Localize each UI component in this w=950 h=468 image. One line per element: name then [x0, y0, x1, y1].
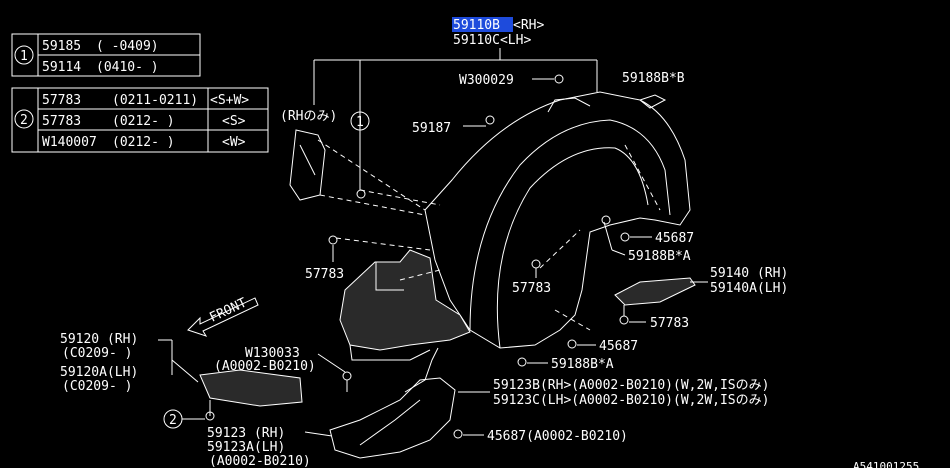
legend-1-range-2: (0410- )	[96, 60, 159, 75]
part-59110b-rh-suffix: <RH>	[513, 18, 544, 33]
callout-59120-range-2: (C0209- )	[62, 379, 132, 394]
callout-57783-right[interactable]: 57783	[650, 316, 689, 331]
callout-59123-range: (A0002-B0210)	[209, 454, 311, 468]
legend-1-part-2[interactable]: 59114	[42, 60, 81, 75]
part-59110b-label[interactable]: 59110B	[453, 18, 500, 33]
legend-1-range-1: ( -0409)	[96, 39, 159, 54]
legend-2-part-2[interactable]: 57783	[42, 114, 81, 129]
highlighted-part-box	[452, 17, 513, 32]
callout-45687-lower[interactable]: 45687(A0002-B0210)	[487, 429, 628, 444]
legend-2-note-2: <S>	[222, 114, 246, 129]
legend-2-part-1[interactable]: 57783	[42, 93, 81, 108]
callout-45687-middle[interactable]: 45687	[599, 339, 638, 354]
callout-57783-left[interactable]: 57783	[305, 267, 344, 282]
drawing-code: A541001255	[853, 460, 919, 468]
callout-59120a-lh[interactable]: 59120A(LH)	[60, 365, 138, 380]
callout-59187[interactable]: 59187	[412, 121, 451, 136]
legend-2-marker: 2	[20, 113, 28, 128]
callout-ref-1: 1	[356, 115, 364, 130]
lower-brackets-drawing	[199, 347, 456, 459]
callout-w130033-range: (A0002-B0210)	[214, 359, 316, 374]
callout-59188b-a-upper[interactable]: 59188B*A	[628, 249, 691, 264]
legend-2-range-1: (0211-0211)	[112, 93, 198, 108]
front-label: FRONT	[207, 295, 249, 325]
callout-59140a-lh[interactable]: 59140A(LH)	[710, 281, 788, 296]
legend-1: 1 59185 ( -0409) 59114 (0410- )	[11, 33, 201, 77]
callout-59140-rh[interactable]: 59140 (RH)	[710, 266, 788, 281]
legend-1-part-1[interactable]: 59185	[42, 39, 81, 54]
callout-59120-rh[interactable]: 59120 (RH)	[60, 332, 138, 347]
callout-w300029[interactable]: W300029	[459, 73, 514, 88]
callout-rh-note: (RHのみ)	[280, 109, 337, 124]
legend-2-range-3: (0212- )	[112, 135, 175, 150]
legend-2-range-2: (0212- )	[112, 114, 175, 129]
callout-57783-center[interactable]: 57783	[512, 281, 551, 296]
fender-liner-drawing	[289, 91, 696, 361]
callout-ref-2: 2	[169, 413, 177, 428]
callout-59188b-b[interactable]: 59188B*B	[622, 71, 685, 86]
callout-45687-upper[interactable]: 45687	[655, 231, 694, 246]
legend-1-marker: 1	[20, 49, 28, 64]
legend-2-part-3[interactable]: W140007	[42, 135, 97, 150]
callout-59123b[interactable]: 59123B(RH>(A0002-B0210)(W,2W,ISのみ)	[493, 378, 769, 393]
callout-59123-rh[interactable]: 59123 (RH)	[207, 426, 285, 441]
callout-59188b-a-lower[interactable]: 59188B*A	[551, 357, 614, 372]
callout-w130033[interactable]: W130033	[245, 346, 300, 361]
callout-59120-range-1: (C0209- )	[62, 346, 132, 361]
legend-2-note-3: <W>	[222, 135, 246, 150]
front-arrow-icon: FRONT	[187, 295, 259, 337]
callout-59123a-lh[interactable]: 59123A(LH)	[207, 440, 285, 455]
callout-59123c[interactable]: 59123C(LH>(A0002-B0210)(W,2W,ISのみ)	[493, 393, 769, 408]
legend-2-note-1: <S+W>	[210, 93, 249, 108]
legend-2: 2 57783 (0211-0211) <S+W> 57783 (0212- )…	[11, 87, 269, 153]
part-59110c-label[interactable]: 59110C<LH>	[453, 33, 531, 48]
